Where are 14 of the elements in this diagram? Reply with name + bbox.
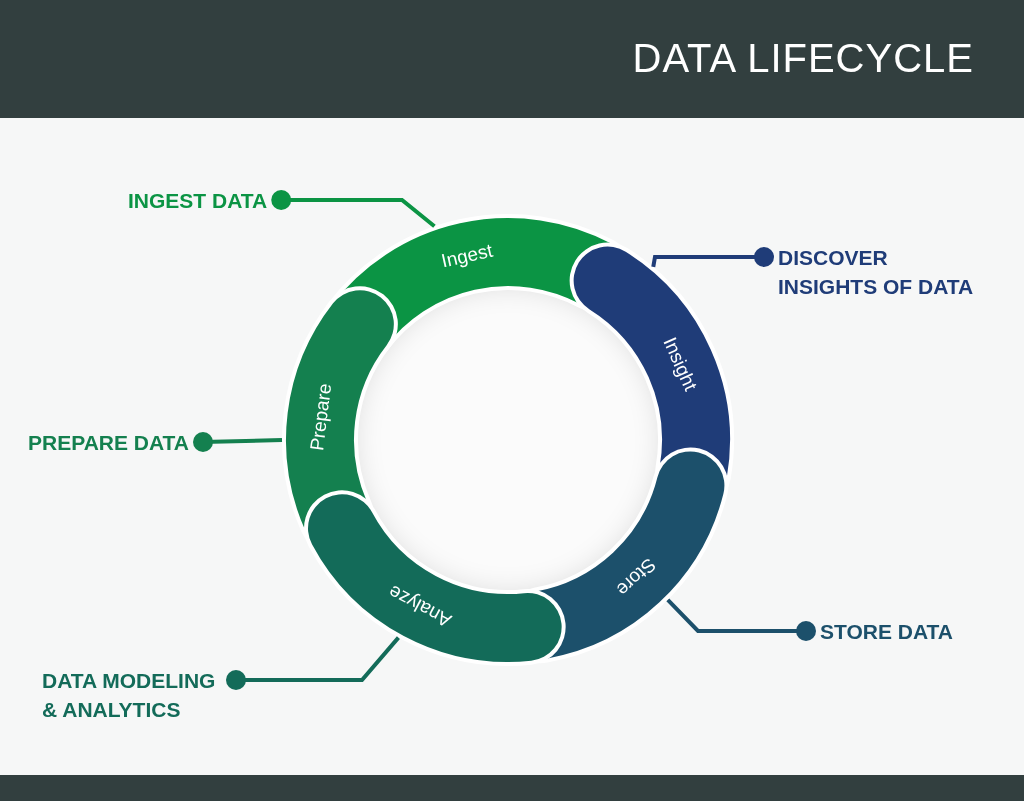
leader-line [271,190,436,228]
callout-label: STORE DATA [820,617,953,646]
segment-label: Prepare [305,382,337,453]
callout-label: DATA MODELING & ANALYTICS [42,666,222,724]
leader-line [651,247,774,268]
page-title: DATA LIFECYCLE [632,38,974,78]
leader-line [193,432,283,452]
callout-label: PREPARE DATA [28,428,189,457]
leader-line [226,636,400,690]
segment-label: Ingest [439,239,496,274]
callout-label: DISCOVER INSIGHTS OF DATA [778,243,978,301]
segment-label: Insight [658,333,702,394]
callout-label: INGEST DATA [128,186,268,215]
leader-line [666,598,816,641]
